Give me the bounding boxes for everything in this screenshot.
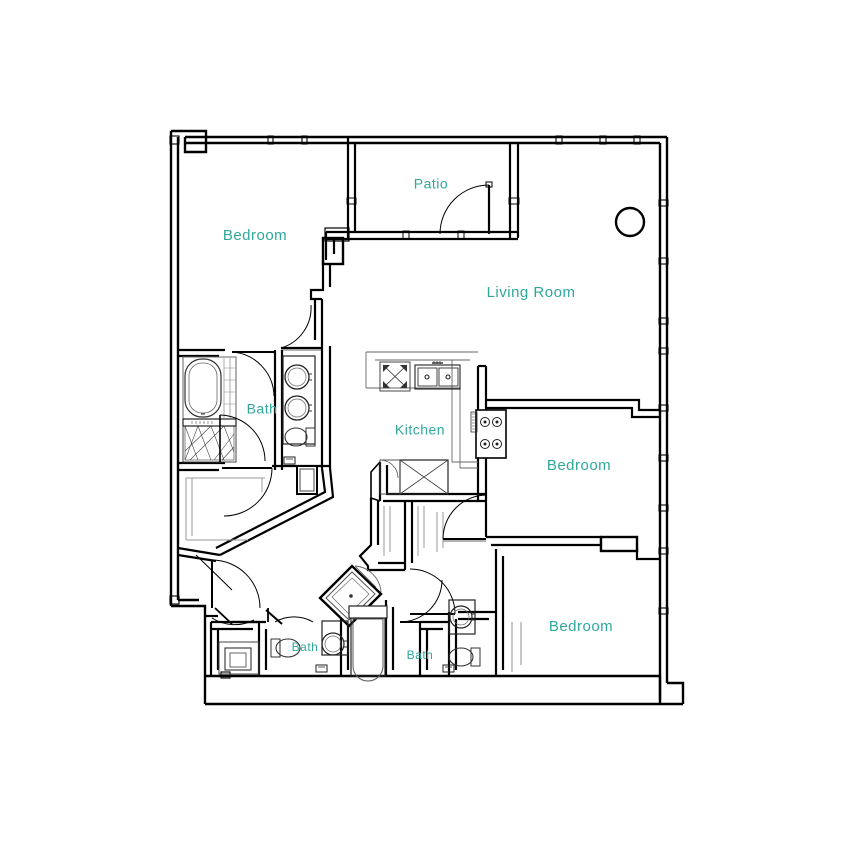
room-label-living-room: Living Room xyxy=(487,284,576,301)
room-label-bath-lower-left: Bath xyxy=(292,640,319,654)
shower-tiled-master xyxy=(182,418,237,463)
room-label-patio: Patio xyxy=(414,176,448,192)
patio-walls xyxy=(326,137,520,241)
room-label-bedroom-master: Bedroom xyxy=(223,227,287,244)
bedroom-master-walls xyxy=(309,227,350,346)
hall-laundry-walls xyxy=(358,498,414,572)
refrigerator xyxy=(379,459,449,495)
toilet-lower-left xyxy=(270,638,328,673)
exterior-walls xyxy=(169,129,685,706)
kitchen-counter-outline xyxy=(365,351,478,469)
bedroom-right-mid-walls xyxy=(484,398,660,561)
toilet-lower-right xyxy=(442,647,481,673)
door-bath-master-wc xyxy=(219,414,266,462)
double-vanity-master xyxy=(282,355,316,445)
room-label-bedroom-right-mid: Bedroom xyxy=(547,457,611,474)
master-closet-shelving xyxy=(185,477,265,541)
laundry-closet-lines xyxy=(383,506,444,556)
vanity-sink-lower-right xyxy=(448,599,476,635)
hall-door-from-master-bath xyxy=(211,559,261,609)
ceiling-fan-marker xyxy=(614,206,646,238)
dishwasher xyxy=(379,361,411,392)
kitchen-sink xyxy=(414,361,461,390)
cooktop-range xyxy=(470,409,507,459)
window-marks xyxy=(169,135,669,679)
door-bath-master-hall xyxy=(222,467,273,517)
door-bath-master xyxy=(231,351,275,397)
door-bedroom-master xyxy=(280,304,322,351)
vanity-sink-lower-left xyxy=(321,620,349,656)
corner-shower xyxy=(318,564,383,628)
door-bath-lower-right xyxy=(399,579,443,623)
room-label-kitchen: Kitchen xyxy=(395,422,445,438)
bath-master-walls xyxy=(177,346,335,563)
room-label-bath-master: Bath xyxy=(247,401,278,417)
bathtub-lower xyxy=(348,605,388,682)
master-closet-post xyxy=(296,465,318,495)
door-bath-lower-left xyxy=(265,608,314,625)
door-utility xyxy=(195,554,255,626)
door-patio xyxy=(439,181,493,235)
room-label-bedroom-right-low: Bedroom xyxy=(549,618,613,635)
room-label-bath-lower-right: Bath xyxy=(407,648,434,662)
door-bedroom-right-mid xyxy=(442,494,488,542)
toilet-master xyxy=(283,427,316,465)
bedroom-right-low-closet-lines xyxy=(511,622,522,672)
washer-dryer xyxy=(218,641,260,675)
